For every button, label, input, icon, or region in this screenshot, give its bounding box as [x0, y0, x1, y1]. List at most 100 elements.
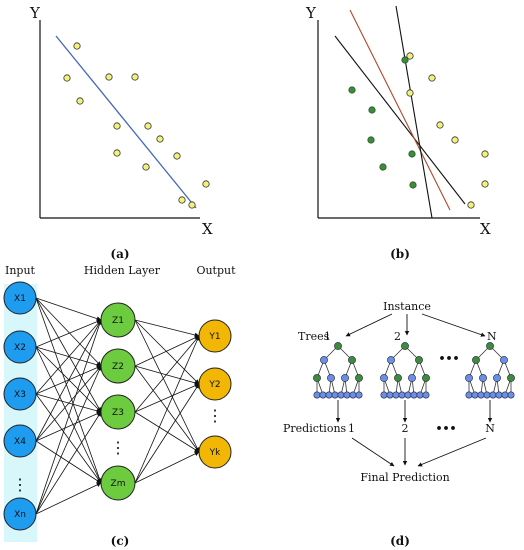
- panel-b-points: [348, 52, 489, 209]
- instance-arrow-1: [345, 313, 393, 337]
- tree-node: [401, 342, 409, 350]
- predictions-prefix: Predictions: [283, 422, 347, 435]
- tree-node: [493, 374, 501, 382]
- tree-node: [408, 374, 416, 382]
- edge-input-hidden: [35, 319, 102, 515]
- input-node-label: X1: [14, 294, 26, 304]
- input-node: [3, 497, 37, 531]
- panel-a-point: [144, 122, 152, 130]
- panel-a-point: [76, 97, 84, 105]
- edge-input-hidden: [35, 365, 102, 515]
- tree-node: [319, 391, 327, 399]
- panel-a-point: [202, 180, 210, 188]
- edge-hidden-output: [134, 319, 200, 338]
- panel-b-point-yellow: [406, 52, 414, 60]
- panel-b-point-yellow: [428, 74, 436, 82]
- prediction-label-1: 1: [348, 422, 355, 435]
- output-node: [198, 367, 232, 401]
- panel-c: Input Hidden Layer Output X1X2X3X4XnZ1Z2…: [3, 264, 236, 548]
- panel-a-point: [113, 149, 121, 157]
- edge-input-hidden: [35, 297, 102, 484]
- tree-node: [486, 342, 494, 350]
- tree-node: [380, 391, 388, 399]
- input-header: Input: [5, 264, 36, 277]
- tree-node: [404, 391, 412, 399]
- edge-input-hidden: [35, 440, 102, 484]
- tree-node: [355, 391, 363, 399]
- tree-node: [495, 391, 503, 399]
- tree-node: [341, 374, 349, 382]
- panel-b-x-label: X: [480, 220, 491, 238]
- tree-node: [398, 391, 406, 399]
- edge-input-hidden: [35, 411, 102, 442]
- pred1-arrow: [351, 437, 395, 467]
- panel-a-point: [73, 42, 81, 50]
- prediction-label-2: 2: [402, 422, 409, 435]
- edge-input-hidden: [35, 346, 102, 413]
- predictions-dots: •••: [435, 422, 456, 435]
- tree-label-n: N: [487, 330, 497, 343]
- panel-b-point-yellow: [436, 121, 444, 129]
- panel-b-point-green: [348, 86, 356, 94]
- panel-a: Y X (a): [29, 4, 213, 261]
- tree-node: [507, 374, 515, 382]
- input-node: [3, 281, 37, 315]
- tree-node: [422, 391, 430, 399]
- tree-node: [380, 374, 388, 382]
- output-ellipsis: ⋮: [207, 406, 223, 425]
- hidden-node-label: Z1: [112, 316, 124, 326]
- panel-a-point: [173, 152, 181, 160]
- tree-node: [313, 374, 321, 382]
- panel-b-caption: (b): [390, 247, 410, 261]
- tree-node: [483, 391, 491, 399]
- trees-prefix: Trees: [298, 330, 330, 343]
- prediction-label-n: N: [485, 422, 495, 435]
- output-node-label: Yk: [209, 448, 221, 458]
- edge-input-hidden: [35, 393, 102, 484]
- tree-node: [327, 374, 335, 382]
- tree-node: [337, 391, 345, 399]
- panel-a-point: [142, 163, 150, 171]
- panel-a-point: [156, 135, 164, 143]
- hidden-header: Hidden Layer: [84, 264, 161, 277]
- panel-a-points: [63, 42, 210, 209]
- tree-node: [343, 391, 351, 399]
- tree-node: [479, 374, 487, 382]
- tree-node: [355, 374, 363, 382]
- panel-a-point: [188, 201, 196, 209]
- tree-node: [331, 391, 339, 399]
- tree-node: [471, 391, 479, 399]
- hidden-node-label: Z3: [112, 408, 124, 418]
- panel-b-point-yellow: [451, 136, 459, 144]
- panel-a-y-label: Y: [29, 4, 41, 22]
- panel-b-point-green: [367, 136, 375, 144]
- edge-input-hidden: [35, 346, 102, 484]
- edge-input-hidden: [35, 411, 102, 515]
- edge-input-hidden: [35, 482, 102, 515]
- predn-arrow: [417, 437, 487, 467]
- tree-node: [325, 391, 333, 399]
- edge-input-hidden: [35, 297, 102, 367]
- tree-node: [334, 342, 342, 350]
- panel-b-point-green: [408, 150, 416, 158]
- tree-node: [320, 356, 328, 364]
- decision-trees: [313, 342, 515, 399]
- tree-node: [387, 356, 395, 364]
- panel-b-point-green: [379, 163, 387, 171]
- panel-b: Y X (b): [305, 4, 491, 261]
- tree-node: [410, 391, 418, 399]
- input-ellipsis: ⋮: [12, 475, 28, 494]
- edge-input-hidden: [35, 297, 102, 321]
- output-node-label: Y2: [208, 380, 220, 390]
- edge-hidden-output: [134, 451, 200, 484]
- tree-node: [386, 391, 394, 399]
- panel-b-point-green: [409, 181, 417, 189]
- edge-input-hidden: [35, 319, 102, 395]
- network-edges: [35, 297, 200, 515]
- output-header: Output: [196, 264, 236, 277]
- trees-dots: •••: [438, 352, 459, 365]
- panel-a-point: [105, 73, 113, 81]
- panel-c-caption: (c): [111, 534, 130, 548]
